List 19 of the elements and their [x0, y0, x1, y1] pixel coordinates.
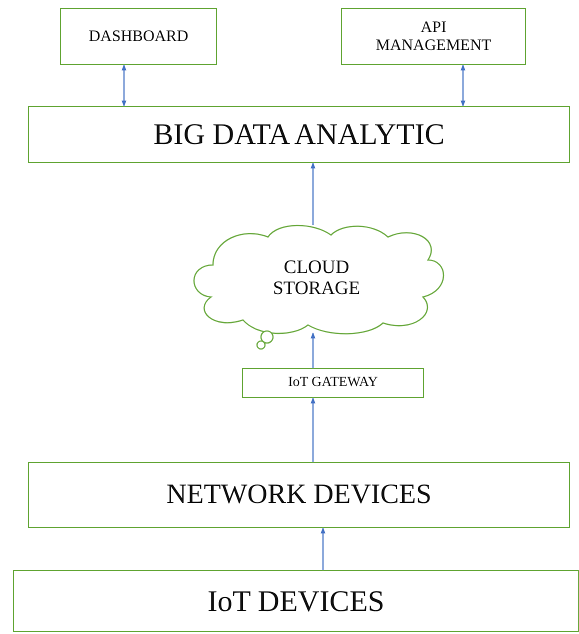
process-box — [341, 8, 526, 65]
process-box — [60, 8, 217, 65]
node-label: IoT DEVICES — [208, 584, 384, 618]
process-box — [13, 570, 579, 632]
arrow — [320, 527, 326, 570]
arrow — [310, 162, 316, 225]
node-label: BIG DATA ANALYTIC — [153, 118, 445, 151]
process-box — [28, 106, 570, 163]
arrow — [310, 332, 316, 368]
node-label: DASHBOARD — [88, 28, 188, 46]
arrow — [310, 397, 316, 462]
node-label: NETWORK DEVICES — [166, 480, 432, 510]
node-label: IoT GATEWAY — [288, 375, 378, 391]
arrow — [122, 64, 126, 107]
arrow — [460, 64, 466, 107]
node-label: CLOUD STORAGE — [272, 258, 362, 300]
process-box — [28, 462, 570, 528]
node-label: API MANAGEMENT — [374, 18, 492, 54]
process-box — [242, 368, 424, 398]
